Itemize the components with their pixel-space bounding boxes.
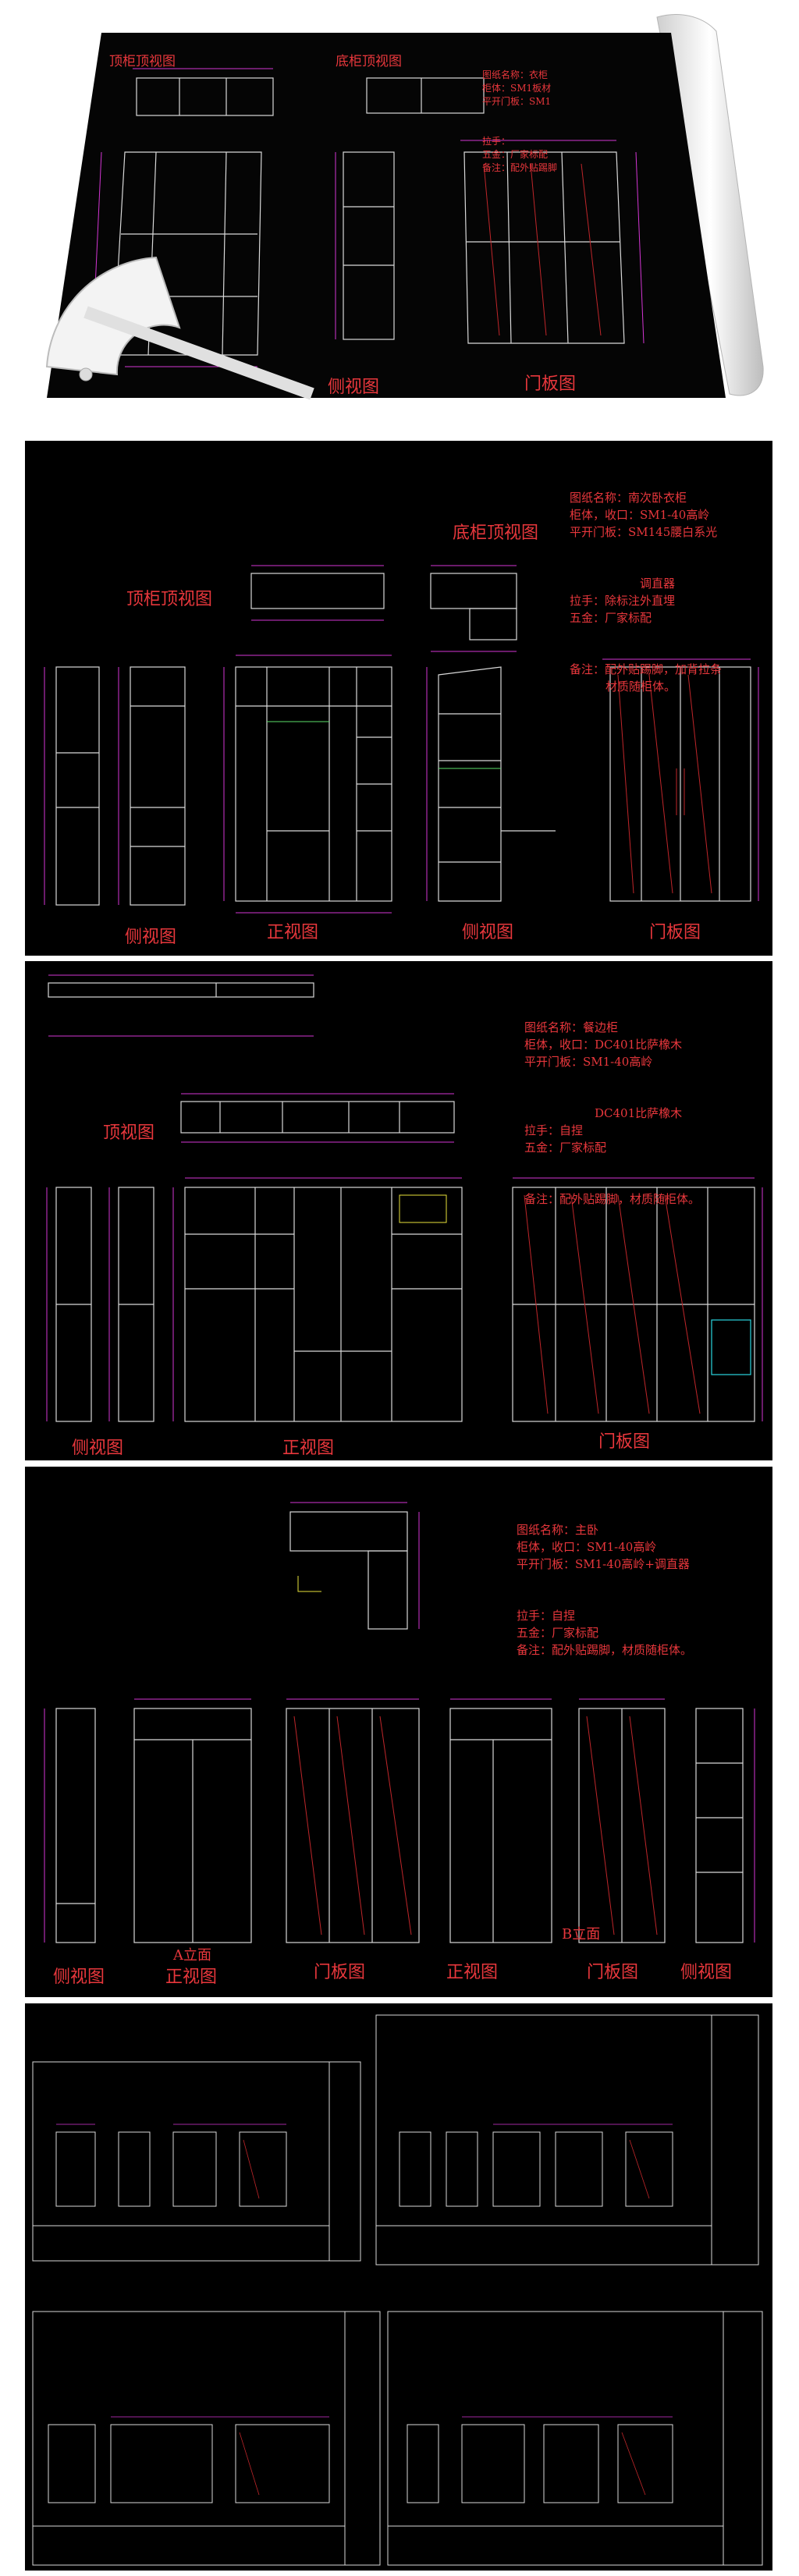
- hero-sheet-preview: 顶柜顶视图 底柜顶视图 侧视图 门板图 图纸名称：衣柜柜体：SM1板材平开门板：…: [0, 0, 799, 421]
- panel-south-bedroom-wardrobe: 底柜顶视图 顶柜顶视图 侧视图 正视图 侧视图 门板图 图纸名称：南次卧衣柜柜体…: [25, 441, 772, 956]
- caption-door-a: 门板图: [314, 1963, 366, 1982]
- wardrobe-drawing: [44, 565, 759, 914]
- sheet-thumbnails-drawing: [32, 2014, 763, 2566]
- caption-front-a: 正视图: [165, 1967, 218, 1987]
- caption-front-b: 正视图: [446, 1963, 499, 1982]
- panel-master-bedroom: A立面 B立面 侧视图 正视图 门板图 正视图 门板图 侧视图 图纸名称：主卧柜…: [25, 1467, 772, 1997]
- label-bottom-top-view: 底柜顶视图: [453, 523, 539, 543]
- spec-block-2: 图纸名称：餐边柜柜体，收口：DC401比萨橡木平开门板：SM1-40高岭 DC4…: [524, 1020, 701, 1206]
- caption-side-1: 侧视图: [125, 928, 177, 947]
- label-top-top-view: 顶柜顶视图: [126, 590, 213, 609]
- hero-top-view-left: 顶柜顶视图: [109, 54, 176, 69]
- spec-block-1: 图纸名称：南次卧衣柜柜体，收口：SM1-40高岭平开门板：SM145腰白系光 调…: [570, 491, 723, 694]
- caption-side: 侧视图: [72, 1439, 124, 1458]
- hero-top-view-right: 底柜顶视图: [336, 54, 402, 69]
- master-bedroom-drawing: [44, 1502, 755, 1943]
- label-top-view: 顶视图: [103, 1123, 155, 1143]
- caption-side-b: 侧视图: [680, 1963, 733, 1982]
- caption-door: 门板图: [598, 1432, 651, 1452]
- hero-spec-block: 图纸名称：衣柜柜体：SM1板材平开门板：SM1 拉手：五金：厂家标配备注：配外贴…: [482, 69, 558, 173]
- caption-door: 门板图: [649, 923, 701, 942]
- caption-side-2: 侧视图: [462, 923, 514, 942]
- spec-block-3: 图纸名称：主卧柜体，收口：SM1-40高岭平开门板：SM1-40高岭+调直器 拉…: [517, 1523, 693, 1657]
- hero-door-view: 门板图: [524, 374, 577, 394]
- protractor-icon: [45, 256, 314, 400]
- caption-front: 正视图: [282, 1439, 335, 1458]
- sideboard-drawing: [46, 974, 763, 1422]
- hero-side-view: 侧视图: [328, 378, 380, 397]
- label-elevation-a: A立面: [173, 1947, 211, 1964]
- panel-sheet-thumbnails: [25, 2003, 772, 2571]
- caption-front: 正视图: [267, 923, 319, 942]
- panel-sideboard: 顶视图 侧视图 正视图 门板图 图纸名称：餐边柜柜体，收口：DC401比萨橡木平…: [25, 961, 772, 1460]
- caption-side-a: 侧视图: [53, 1967, 105, 1987]
- label-elevation-b: B立面: [562, 1926, 601, 1943]
- caption-door-b: 门板图: [587, 1963, 639, 1982]
- hero-sheet-graphic: [45, 14, 764, 400]
